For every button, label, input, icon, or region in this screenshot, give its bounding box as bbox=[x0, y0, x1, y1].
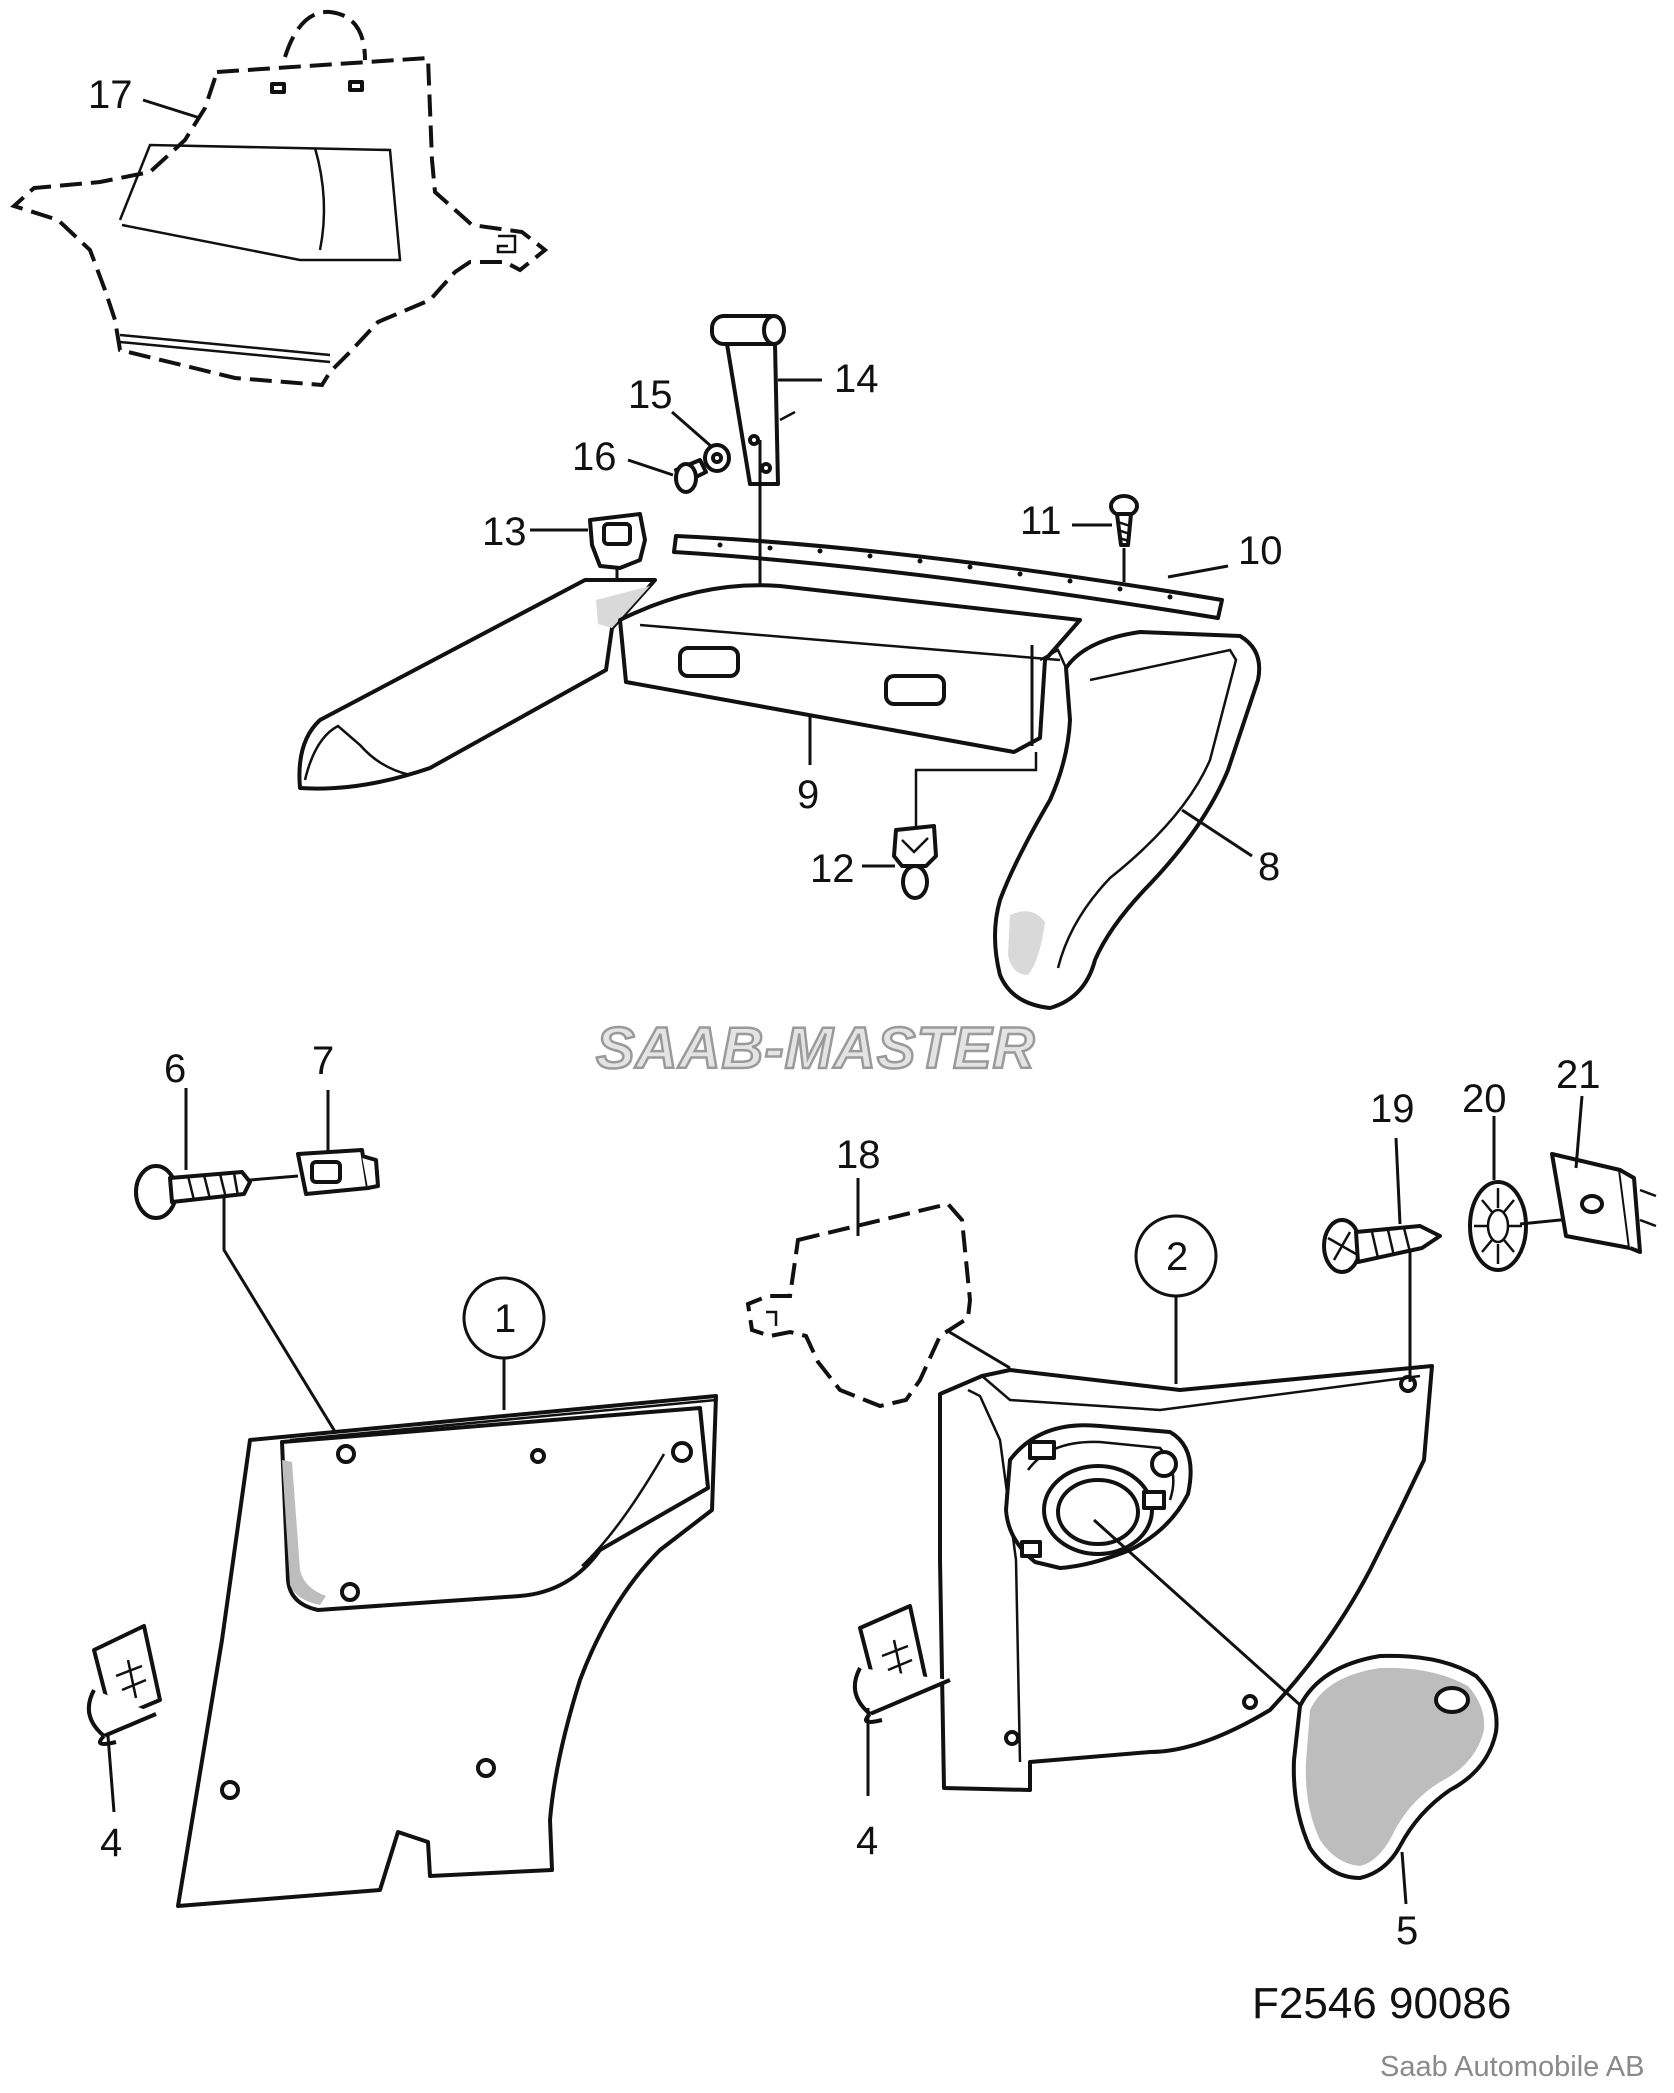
part-20-washer bbox=[1468, 1180, 1581, 1272]
copyright-text: Saab Automobile AB bbox=[1380, 2051, 1644, 2083]
callout-number-4-right: 4 bbox=[856, 1819, 878, 1863]
callout-16: 16 bbox=[572, 435, 674, 479]
part-14-strap bbox=[710, 314, 796, 486]
part-4-clip-left bbox=[86, 1624, 162, 1746]
callout-9: 9 bbox=[758, 440, 1034, 817]
callout-1: 1 bbox=[462, 1276, 546, 1410]
callout-number-17: 17 bbox=[88, 73, 133, 117]
part-15-washer bbox=[703, 443, 731, 473]
callout-17: 17 bbox=[88, 73, 201, 120]
part-13-clip bbox=[588, 512, 647, 612]
callout-11: 11 bbox=[1020, 499, 1112, 543]
callout-18: 18 bbox=[836, 1133, 881, 1236]
callout-number-7: 7 bbox=[312, 1039, 334, 1083]
part-17-cover bbox=[10, 9, 549, 388]
callout-8: 8 bbox=[1181, 808, 1280, 889]
callout-number-18: 18 bbox=[836, 1133, 881, 1177]
callout-number-10: 10 bbox=[1238, 529, 1283, 573]
callout-number-2: 2 bbox=[1166, 1235, 1188, 1279]
part-10-strip bbox=[672, 534, 1224, 620]
callout-12: 12 bbox=[810, 847, 895, 891]
part-5-cap bbox=[1291, 1653, 1499, 1880]
callout-21: 21 bbox=[1556, 1053, 1601, 1169]
callout-13: 13 bbox=[482, 510, 588, 554]
callout-number-5: 5 bbox=[1396, 1909, 1418, 1953]
part-2-right-trim-panel bbox=[938, 1364, 1434, 1792]
part-16-screw bbox=[674, 458, 708, 494]
part-11-screw bbox=[1109, 494, 1139, 582]
callout-number-9: 9 bbox=[797, 773, 819, 817]
callout-number-16: 16 bbox=[572, 435, 617, 479]
callout-20: 20 bbox=[1462, 1077, 1507, 1180]
callout-number-4-left: 4 bbox=[100, 1821, 122, 1865]
callout-number-6: 6 bbox=[164, 1047, 186, 1091]
part-12-clip bbox=[892, 752, 1038, 900]
callout-4-left: 4 bbox=[100, 1735, 122, 1865]
callout-number-8: 8 bbox=[1258, 845, 1280, 889]
part-19-screw bbox=[1322, 1218, 1442, 1382]
callout-number-1: 1 bbox=[494, 1297, 516, 1341]
callout-number-15: 15 bbox=[628, 373, 673, 417]
callout-19: 19 bbox=[1370, 1087, 1415, 1225]
callout-number-11: 11 bbox=[1020, 499, 1062, 543]
part-21-bracket bbox=[1550, 1152, 1657, 1254]
part-8-side-panel bbox=[993, 630, 1262, 1010]
callout-4-right: 4 bbox=[856, 1708, 878, 1863]
callout-number-21: 21 bbox=[1556, 1053, 1601, 1097]
callout-number-19: 19 bbox=[1370, 1087, 1415, 1131]
callout-5: 5 bbox=[1396, 1851, 1418, 1953]
watermark-logo: SAAB-MASTER bbox=[596, 1016, 1036, 1081]
callout-7: 7 bbox=[312, 1039, 334, 1152]
part-4-clip-right bbox=[852, 1604, 951, 1724]
figure-code: F2546 90086 bbox=[1252, 1979, 1511, 2028]
part-7-clip-nut bbox=[296, 1148, 380, 1196]
callout-number-12: 12 bbox=[810, 847, 855, 891]
callout-15: 15 bbox=[628, 373, 713, 449]
part-9-rear-shelf-panel bbox=[297, 578, 1082, 791]
part-1-left-trim-panel bbox=[176, 1394, 718, 1908]
part-6-screw bbox=[134, 1164, 347, 1449]
callout-number-13: 13 bbox=[482, 510, 527, 554]
callout-14: 14 bbox=[778, 357, 879, 401]
callout-6: 6 bbox=[164, 1047, 188, 1170]
part-18-insulation bbox=[745, 1201, 1011, 1409]
callout-number-14: 14 bbox=[834, 357, 879, 401]
callout-number-20: 20 bbox=[1462, 1077, 1507, 1121]
callout-10: 10 bbox=[1167, 529, 1283, 579]
callout-2: 2 bbox=[1134, 1214, 1218, 1384]
